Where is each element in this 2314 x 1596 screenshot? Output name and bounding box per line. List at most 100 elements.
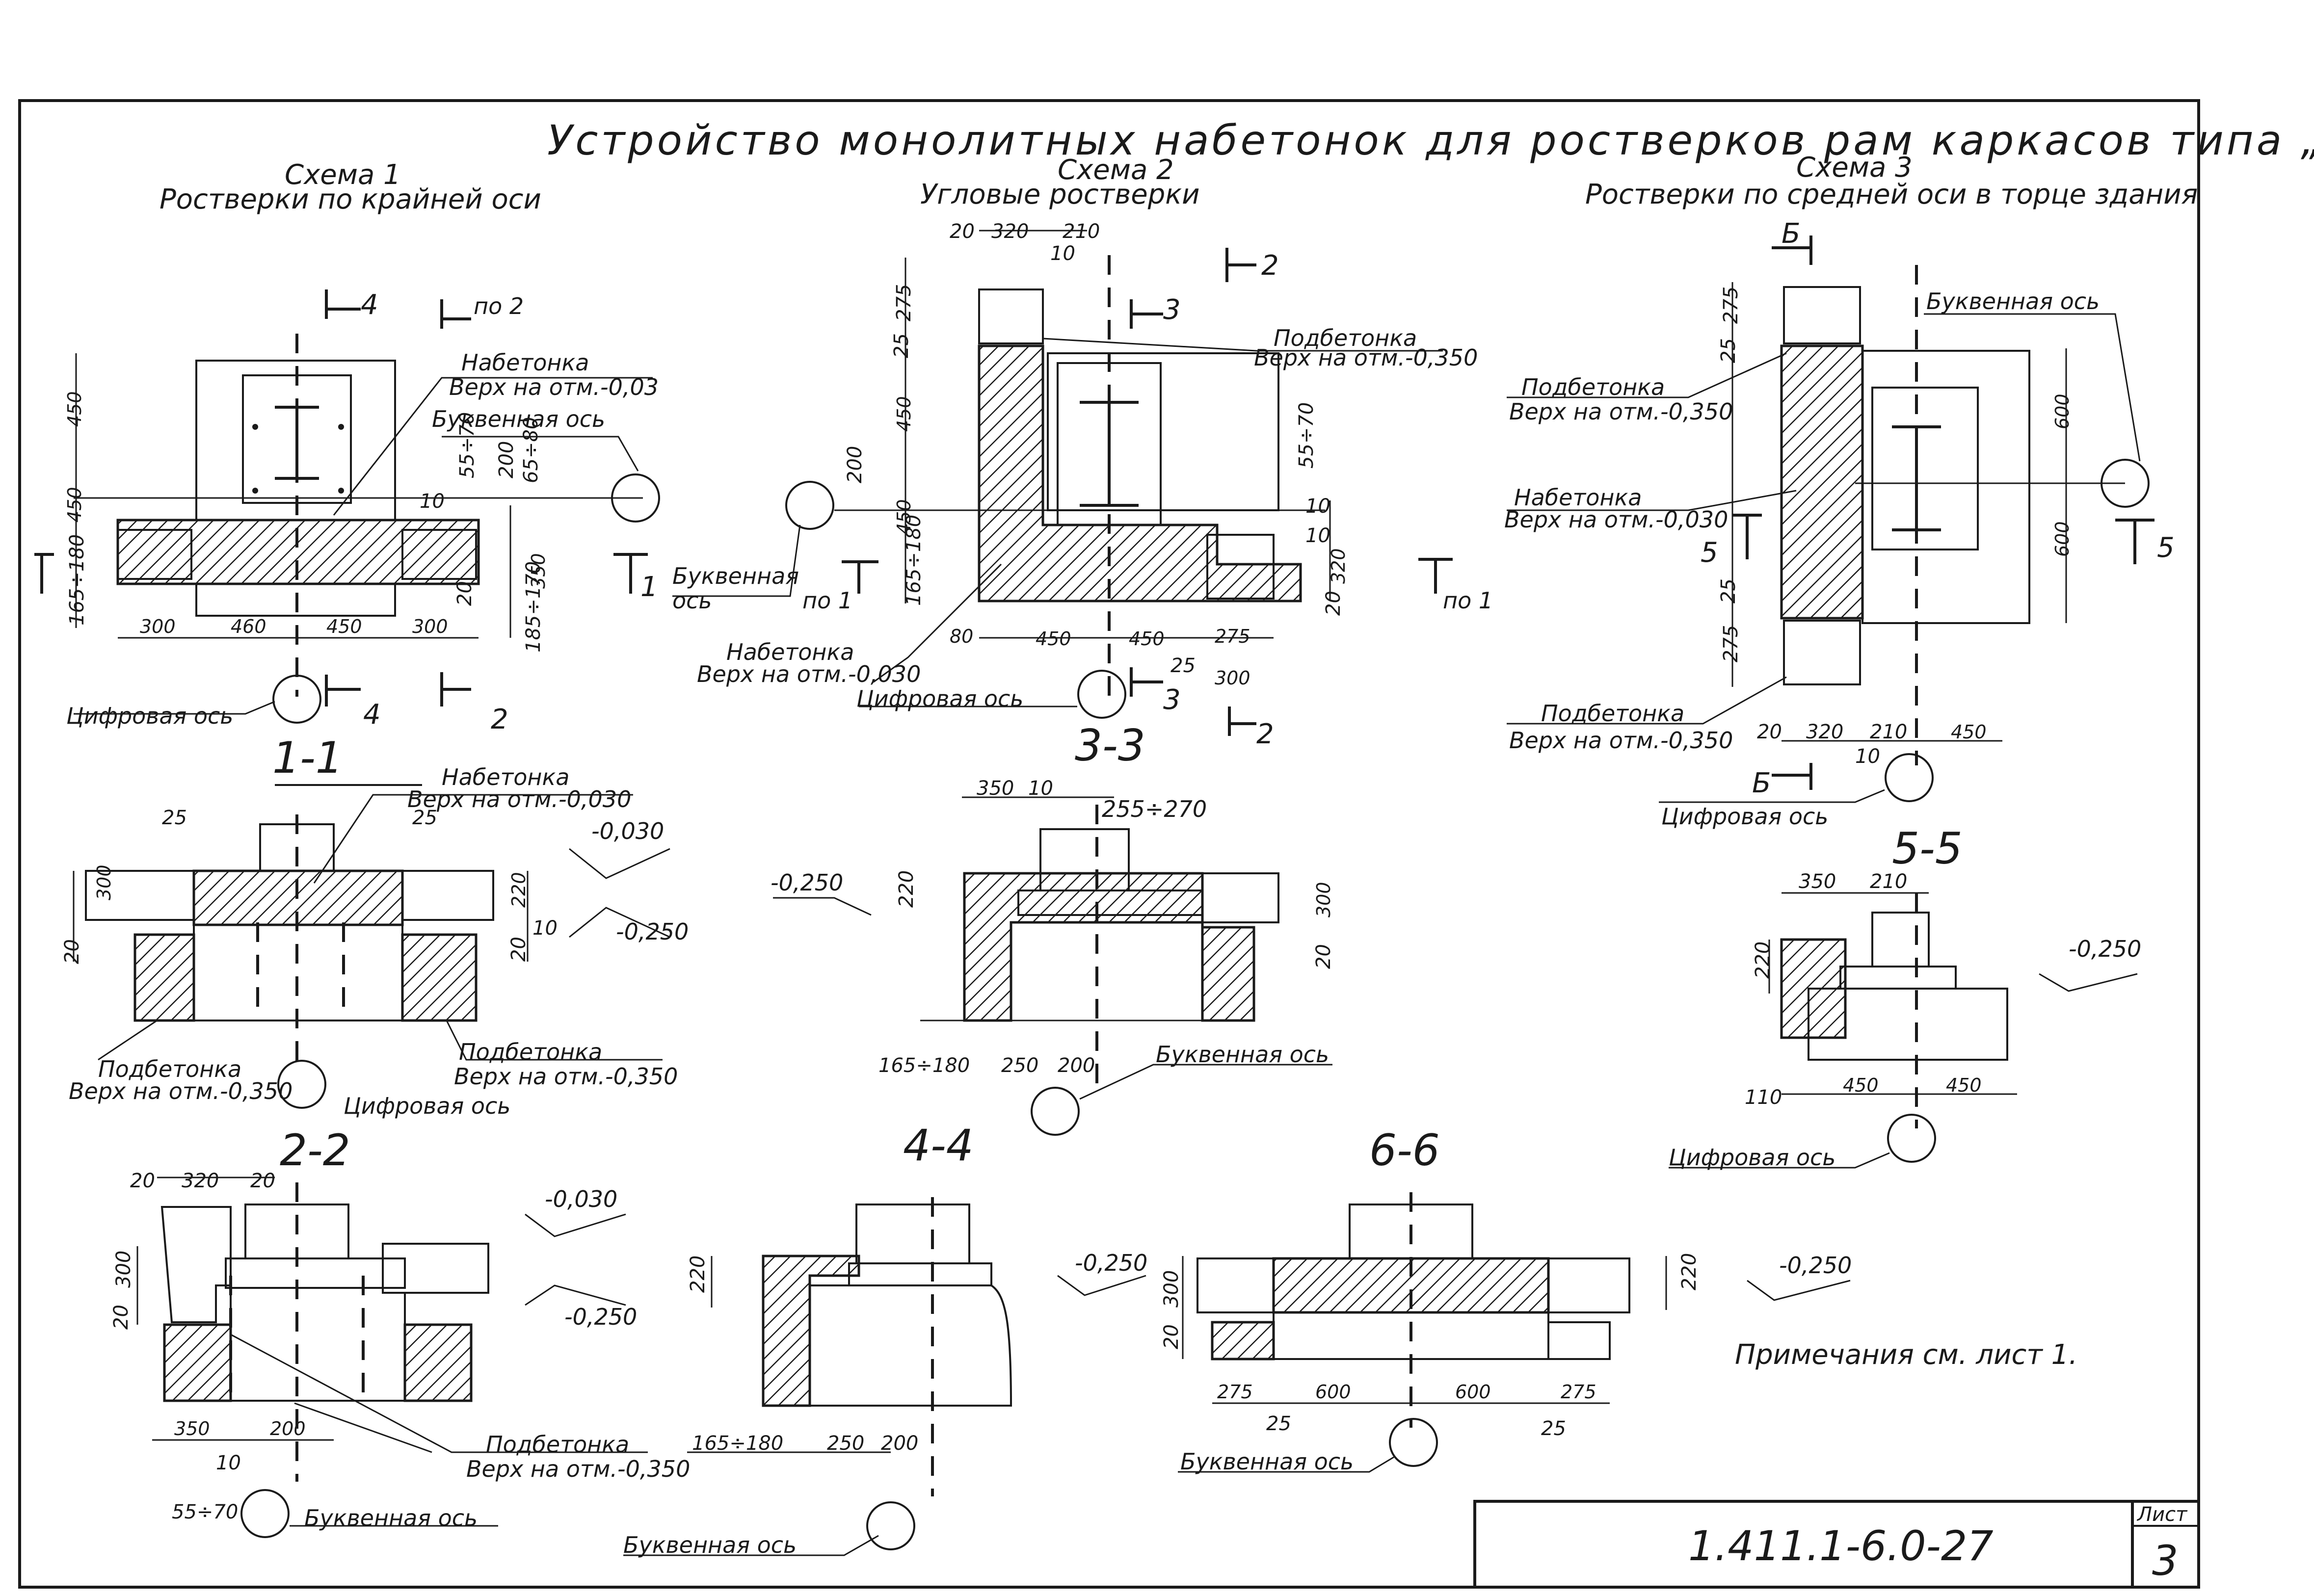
bukv-axis-marker-22 xyxy=(240,1489,290,1538)
drawing-code: 1.411.1-6.0-27 xyxy=(1688,1522,1994,1570)
drawing-title: Устройство монолитных набетонок для рост… xyxy=(547,116,2314,164)
section-4-4 xyxy=(623,1197,1146,1556)
s1-dim-450b: 450 xyxy=(64,487,85,523)
s66-d-220: 220 xyxy=(1678,1253,1701,1290)
tsifr-axis-marker-11 xyxy=(277,1060,326,1109)
s2-mark-2a: 2 xyxy=(1261,250,1279,282)
s44-bukv-os: Буквенная ось xyxy=(623,1532,797,1558)
s33-d-200: 200 xyxy=(1058,1054,1095,1077)
s11-d-20: 20 xyxy=(61,939,83,964)
s2-d-300: 300 xyxy=(1215,667,1250,689)
s2-bukv-2: ось xyxy=(672,587,712,614)
s2-tsifr-os: Цифровая ось xyxy=(856,685,1023,712)
s3-d-20: 20 xyxy=(1757,721,1782,743)
s11-d-25b: 25 xyxy=(412,807,437,829)
section-5-5 xyxy=(1669,892,2138,1169)
section-1-1 xyxy=(73,784,670,1109)
s11-verh-350a: Верх на отм.-0,350 xyxy=(69,1078,293,1104)
section-2-2 xyxy=(136,1177,648,1538)
s22-d-20b: 20 xyxy=(250,1170,275,1192)
bukv-axis-marker-1 xyxy=(611,473,660,523)
s2-d-200: 200 xyxy=(844,446,866,483)
s3-d-600a: 600 xyxy=(2051,393,2073,429)
s1-dim-350: 350 xyxy=(528,553,549,589)
s33-el-250: -0,250 xyxy=(771,869,843,896)
s55-d-210: 210 xyxy=(1870,870,1907,893)
s11-d-300: 300 xyxy=(93,864,115,900)
tsifr-axis-marker-2 xyxy=(1077,670,1126,719)
bukv-axis-marker-33 xyxy=(1031,1087,1080,1136)
s55-d-220: 220 xyxy=(1752,942,1774,979)
s3-mark-6b: Б xyxy=(1752,767,1771,799)
s66-d-25b: 25 xyxy=(1541,1417,1566,1440)
s3-bukv-os: Буквенная ось xyxy=(1926,288,2100,314)
s1-dim-300b: 300 xyxy=(412,616,448,637)
s22-podbetonka: Подбетонка xyxy=(486,1431,629,1458)
s55-d-110: 110 xyxy=(1745,1086,1782,1109)
s2-mark-3a: 3 xyxy=(1163,294,1181,326)
scheme-1-title: Схема 1 xyxy=(285,159,401,191)
section-label-2-2: 2-2 xyxy=(280,1125,350,1176)
s1-dim-185: 185÷170 xyxy=(522,561,545,653)
s2-d-275b: 275 xyxy=(1215,626,1250,647)
s11-verh-350b: Верх на отм.-0,350 xyxy=(454,1063,678,1090)
s22-bukv-os: Буквенная ось xyxy=(304,1505,478,1531)
s2-d-450: 450 xyxy=(893,396,915,432)
s2-d-25: 25 xyxy=(890,333,913,358)
s1-dim-55: 55÷70 xyxy=(456,412,479,478)
note-text: Примечания см. лист 1. xyxy=(1735,1339,2077,1371)
s44-d-250: 250 xyxy=(827,1432,864,1455)
s66-d-20: 20 xyxy=(1160,1324,1183,1349)
s1-mark-2: 2 xyxy=(491,704,508,735)
s2-verh-350: Верх на отм.-0,350 xyxy=(1254,344,1478,371)
s3-podbetonka-b: Подбетонка xyxy=(1541,700,1684,727)
s3-d-10: 10 xyxy=(1855,745,1880,768)
s33-d-255: 255÷270 xyxy=(1102,796,1207,822)
s2-d-320: 320 xyxy=(991,220,1029,243)
s1-dim-10: 10 xyxy=(420,490,445,513)
s66-d-600b: 600 xyxy=(1455,1381,1491,1403)
s3-nabetonka: Набетонка xyxy=(1514,484,1642,511)
title-block xyxy=(1473,1500,2200,1589)
section-6-6 xyxy=(1178,1192,1851,1473)
s2-bukv-1: Буквенная xyxy=(672,563,799,589)
scheme-3-subtitle: Ростверки по средней оси в торце здания xyxy=(1585,179,2198,210)
s22-d-350: 350 xyxy=(174,1418,210,1439)
s11-d-10: 10 xyxy=(532,917,558,940)
tsifr-axis-marker-1 xyxy=(272,675,321,724)
s1-dim-165: 165÷180 xyxy=(66,534,88,626)
s2-mark-3b: 3 xyxy=(1163,684,1181,716)
s2-d-25b: 25 xyxy=(1170,654,1196,677)
s3-mark-6a: Б xyxy=(1782,218,1800,250)
s55-d-450a: 450 xyxy=(1843,1074,1879,1096)
s1-dim-460: 460 xyxy=(231,616,266,637)
s2-d-10b: 10 xyxy=(1305,524,1330,547)
scheme-2-plan xyxy=(672,230,1453,736)
scheme-2-title: Схема 2 xyxy=(1058,154,1174,186)
s55-tsifr-os: Цифровая ось xyxy=(1669,1144,1835,1171)
s55-d-350: 350 xyxy=(1799,870,1836,893)
s33-d-20: 20 xyxy=(1312,944,1335,969)
s22-el-030: -0,030 xyxy=(545,1186,617,1212)
s2-d-450c: 450 xyxy=(1036,628,1071,650)
s11-podbetonka-b: Подбетонка xyxy=(459,1039,602,1065)
s66-el-250: -0,250 xyxy=(1779,1252,1852,1279)
section-label-6-6: 6-6 xyxy=(1369,1125,1440,1176)
s2-d-320b: 320 xyxy=(1328,548,1349,584)
s22-d-10: 10 xyxy=(216,1452,241,1474)
s33-d-220: 220 xyxy=(895,870,918,908)
s2-mark-2b: 2 xyxy=(1256,718,1274,750)
s3-mark-5a: 5 xyxy=(1701,537,1718,569)
s11-el-030: -0,030 xyxy=(591,818,664,844)
s1-dim-200: 200 xyxy=(495,441,518,478)
s22-d-20: 20 xyxy=(110,1305,133,1330)
s11-d-25a: 25 xyxy=(162,807,187,829)
s44-el-250: -0,250 xyxy=(1075,1250,1147,1276)
s2-nabetonka: Набетонка xyxy=(726,639,854,665)
s66-d-275a: 275 xyxy=(1217,1381,1253,1403)
s1-dim-450: 450 xyxy=(326,616,362,637)
s2-podbetonka: Подбетонка xyxy=(1274,325,1417,351)
s3-tsifr-os: Цифровая ось xyxy=(1661,803,1828,830)
section-label-3-3: 3-3 xyxy=(1075,720,1145,771)
